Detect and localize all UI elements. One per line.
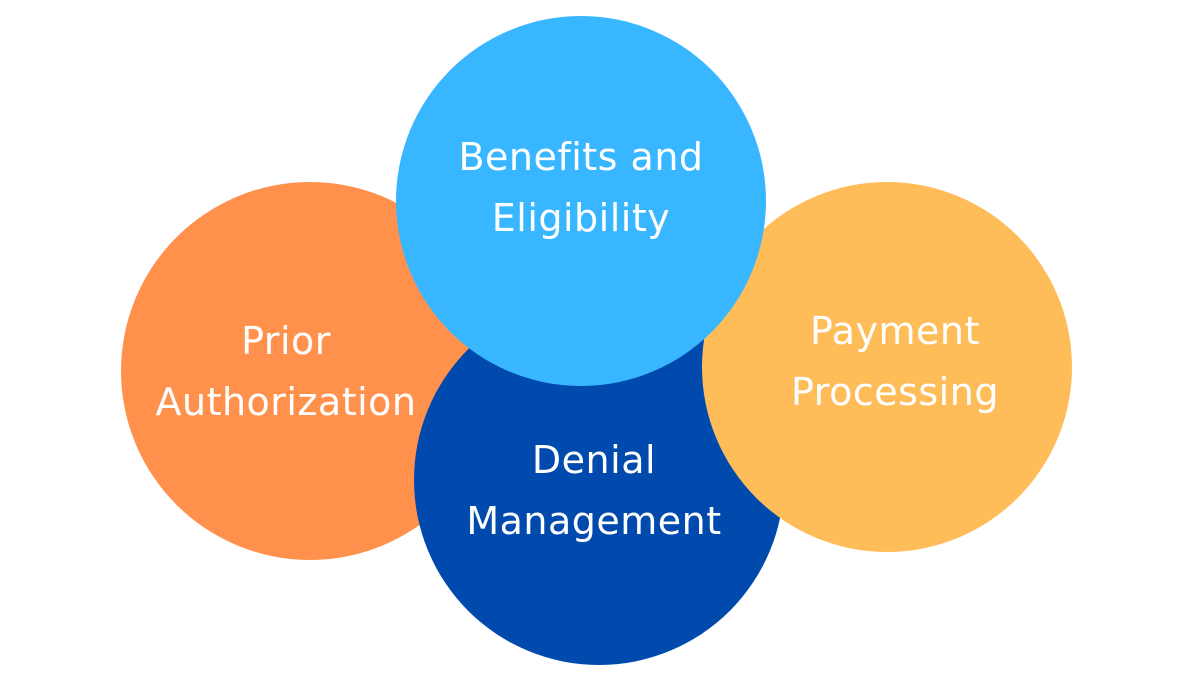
benefits-eligibility-label: Benefits and Eligibility xyxy=(458,127,703,249)
prior-authorization-label-line-2: Authorization xyxy=(155,380,417,424)
denial-management-label-line-1: Denial xyxy=(531,438,657,482)
payment-processing-label-line-1: Payment xyxy=(810,309,980,353)
prior-authorization-label-line-1: Prior xyxy=(241,319,331,363)
benefits-eligibility-circle: Benefits and Eligibility xyxy=(396,16,766,386)
payment-processing-label: Payment Processing xyxy=(791,301,999,423)
denial-management-label: Denial Management xyxy=(466,430,721,552)
payment-processing-circle: Payment Processing xyxy=(702,182,1072,552)
benefits-eligibility-label-line-2: Eligibility xyxy=(491,196,671,240)
payment-processing-label-line-2: Processing xyxy=(791,370,999,414)
benefits-eligibility-label-line-1: Benefits and xyxy=(458,135,704,179)
denial-management-label-line-2: Management xyxy=(466,499,722,543)
prior-authorization-label: Prior Authorization xyxy=(155,311,416,433)
